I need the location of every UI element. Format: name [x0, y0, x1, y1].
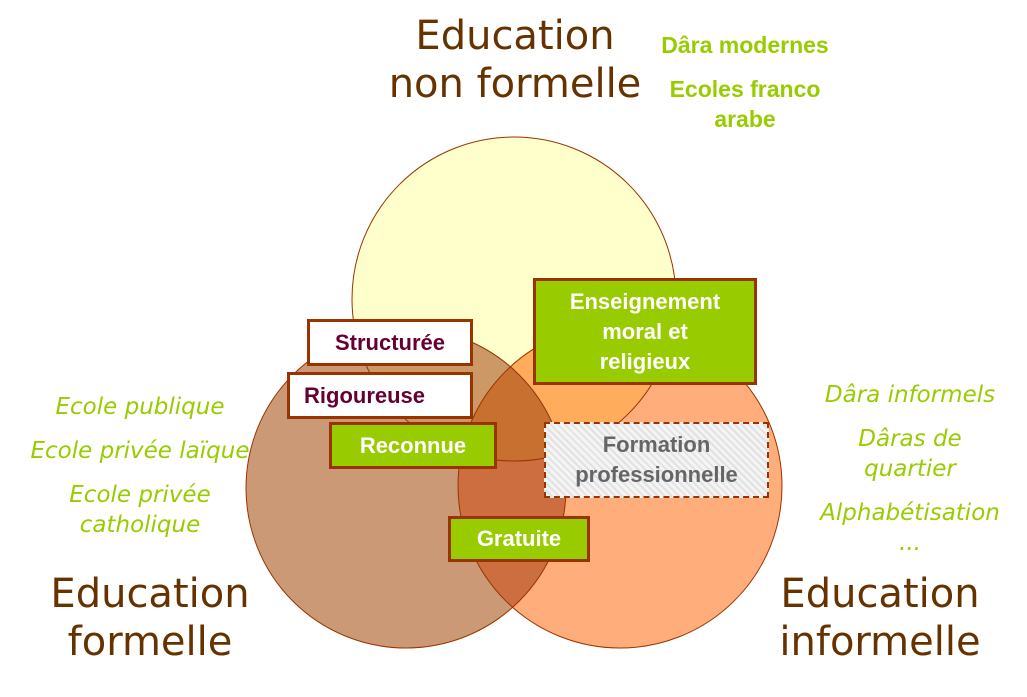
title-line: Education	[780, 571, 980, 617]
example-item: Ecole publique	[55, 394, 225, 420]
example-item: Ecoles franco	[669, 76, 821, 102]
title-line: formelle	[67, 619, 233, 665]
title-formelle: Education formelle	[20, 570, 280, 666]
title-non-formelle: Education non formelle	[370, 12, 660, 108]
label-enseignement-moral-religieux: Enseignement moral et religieux	[533, 278, 757, 385]
example-item: catholique	[79, 512, 201, 538]
example-item: Dâra informels	[824, 382, 996, 408]
title-line: non formelle	[388, 61, 642, 107]
example-item: Ecole privée laïque	[30, 438, 250, 464]
label-gratuite: Gratuite	[448, 516, 590, 562]
label-rigoureuse: Rigoureuse	[287, 372, 473, 419]
label-text: Enseignement	[569, 288, 721, 314]
example-item: Dâras de	[858, 426, 962, 452]
examples-informelle: Dâra informels Dâras de quartier Alphabé…	[800, 380, 1020, 558]
label-formation-professionnelle: Formation professionnelle	[544, 422, 769, 498]
examples-non-formelle: Dâra modernes Ecoles franco arabe	[645, 30, 845, 134]
example-item: Dâra modernes	[661, 32, 829, 58]
label-text: Formation	[602, 432, 711, 457]
label-text: Structurée	[334, 329, 446, 355]
overlap-center	[458, 328, 566, 461]
example-item: Ecole privée	[69, 482, 211, 508]
label-text: Gratuite	[476, 526, 562, 551]
example-item: quartier	[864, 456, 956, 482]
examples-formelle: Ecole publique Ecole privée laïque Ecole…	[15, 392, 265, 540]
label-text: Rigoureuse	[304, 382, 426, 408]
label-text: religieux	[599, 348, 691, 374]
example-item: ...	[899, 530, 921, 556]
label-reconnue: Reconnue	[329, 422, 497, 469]
label-text: moral et	[602, 318, 688, 344]
label-text: Reconnue	[359, 432, 467, 458]
example-item: Alphabétisation	[820, 500, 1000, 526]
title-line: Education	[50, 571, 250, 617]
title-line: Education	[415, 13, 615, 59]
title-informelle: Education informelle	[750, 570, 1010, 666]
title-line: informelle	[779, 619, 981, 665]
label-structuree: Structurée	[307, 319, 473, 366]
label-text: professionnelle	[575, 462, 738, 487]
example-item: arabe	[714, 106, 776, 132]
